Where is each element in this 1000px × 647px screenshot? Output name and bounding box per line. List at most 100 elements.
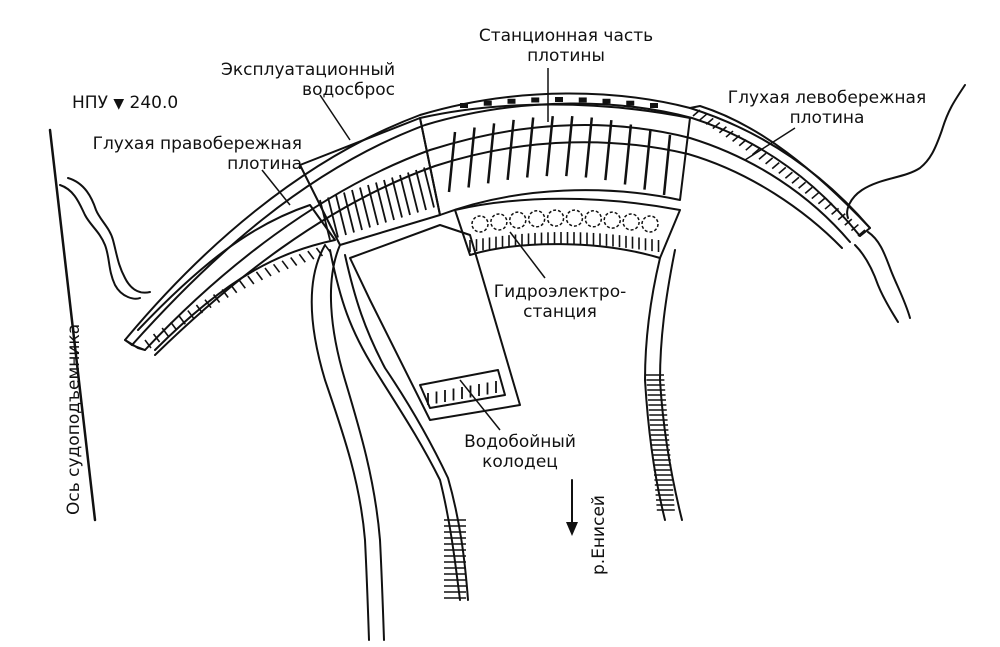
spillway-bay-hatch [383, 179, 395, 221]
spillway-bay-hatch [391, 177, 403, 218]
left-bank-dam-line1: Глухая левобережная [727, 88, 927, 108]
npu-label: НПУ ▼ 240.0 [72, 93, 178, 114]
crest-gate-block [483, 100, 492, 106]
leader-hydro-station [509, 231, 546, 279]
spillway-outer-left [329, 244, 385, 641]
right-bank-dam-face [137, 204, 336, 351]
left-bank-dam-hatch [784, 171, 793, 179]
left-bank-dam-hatch [718, 126, 727, 134]
left-bank-dam-hatch [850, 223, 859, 232]
leader-left-dam [744, 127, 796, 161]
left-bank-dam-hatch [758, 152, 767, 160]
turbine-unit-circle [527, 210, 546, 228]
station-pier-line [565, 116, 574, 177]
right-bank-dam-hatch [324, 244, 332, 254]
left-bank-dam-line2: плотина [789, 108, 865, 128]
left-bank-dam-hatch [732, 134, 741, 142]
left-bank-dam-hatch [791, 176, 800, 184]
station-pier-line [525, 117, 535, 178]
spillway-bay-hatch [319, 199, 331, 241]
right-bank-shoreline-3 [854, 244, 899, 323]
turbine-unit-circle [509, 211, 527, 229]
right-bank-dam-hatch [170, 321, 178, 331]
ship-lift-axis-line [48, 128, 97, 522]
right-bank-dam-line1: Глухая правобережная [92, 134, 302, 154]
triangle-down-icon: ▼ [113, 96, 125, 112]
left-bank-dam-hatch [824, 202, 833, 210]
right-bank-dam-hatch [298, 253, 306, 263]
right-bank-dam-hatch [161, 327, 169, 337]
hydro-station-label: Гидроэлектро- станция [485, 282, 635, 322]
spillway-bay-hatch [351, 189, 363, 231]
left-bank-dam-hatch [798, 181, 807, 189]
turbine-unit-circle [622, 213, 640, 231]
station-pier-line [584, 117, 594, 178]
left-bank-dam-hatch [745, 143, 754, 151]
crest-gate-block [531, 97, 540, 103]
station-pier-line [506, 119, 515, 181]
spillway-outer-left-2 [310, 244, 370, 641]
ship-lift-axis-label: Ось судоподъемника [64, 323, 84, 515]
river-label: р.Енисей [589, 495, 609, 575]
crest-gate-block [507, 98, 516, 104]
right-bank-dam-hatch [187, 310, 195, 320]
right-bank-shoreline-2 [867, 231, 911, 319]
station-pier-line [662, 134, 672, 196]
right-bank-dam-hatch [144, 339, 152, 349]
left-bank-dam-hatch [738, 139, 747, 147]
right-bank-dam-hatch [195, 304, 204, 314]
dam-outer-edge [124, 92, 871, 341]
right-training-wall [644, 257, 666, 521]
stilling-basin-label: Водобойный колодец [455, 432, 585, 472]
left-bank-dam-hatch [844, 218, 853, 226]
dam-inner-edge [144, 124, 851, 351]
station-pier-line [545, 116, 554, 177]
stilling-basin-line1: Водобойный [464, 432, 576, 452]
left-bank-dam-hatch [804, 186, 813, 194]
powerhouse-outline [454, 197, 681, 259]
station-pier-line [604, 120, 613, 181]
stilling-basin-sill [419, 369, 506, 409]
station-part-block [419, 103, 691, 216]
right-bank-dam-hatch [221, 289, 229, 299]
spillway-bay-hatch [335, 194, 347, 236]
turbine-unit-circle [641, 215, 659, 233]
spillway-label: Эксплуатационный водосброс [205, 60, 395, 100]
left-bank-dam-hatch [712, 121, 721, 130]
spillway-bay-hatch [407, 172, 419, 213]
leader-right-dam [261, 169, 291, 206]
npu-text: НПУ [72, 93, 108, 113]
crest-gate-block [578, 97, 587, 103]
right-bank-dam-hatch [264, 267, 272, 277]
spillway-line1: Эксплуатационный [221, 60, 395, 80]
dam-inner-edge-2 [154, 141, 843, 356]
right-bank-dam-hatch [290, 256, 298, 266]
station-pier-line [467, 127, 476, 188]
hydro-station-line1: Гидроэлектро- [493, 282, 627, 302]
crest-gate-block [602, 98, 611, 104]
station-pier-line [643, 129, 652, 190]
right-bank-dam-hatch [204, 299, 212, 309]
right-bank-dam-hatch [238, 279, 246, 289]
left-bank-dam-hatch [771, 162, 780, 170]
right-bank-dam-label: Глухая правобережная плотина [72, 134, 302, 174]
right-bank-shoreline [846, 84, 966, 219]
station-part-label: Станционная часть плотины [466, 26, 666, 66]
right-bank-dam-hatch [212, 294, 221, 303]
arrow-down-icon [566, 522, 578, 536]
right-bank-dam-hatch [281, 260, 289, 270]
right-bank-dam-hatch [315, 247, 324, 257]
spillway-bay-hatch [375, 182, 387, 223]
right-bank-dam-hatch [307, 250, 315, 260]
right-bank-dam-hatch [152, 333, 161, 343]
right-bank-dam-strip [124, 339, 146, 351]
right-bank-dam-hatch [272, 263, 281, 273]
left-bank-dam-hatch [837, 213, 846, 221]
station-part-line2: плотины [527, 46, 605, 66]
station-part-line1: Станционная часть [478, 26, 654, 46]
spillway-bay-hatch [367, 184, 379, 226]
left-bank-dam-hatch [778, 166, 787, 175]
spillway-channel-left [329, 249, 461, 601]
crest-gate-block [555, 97, 563, 102]
